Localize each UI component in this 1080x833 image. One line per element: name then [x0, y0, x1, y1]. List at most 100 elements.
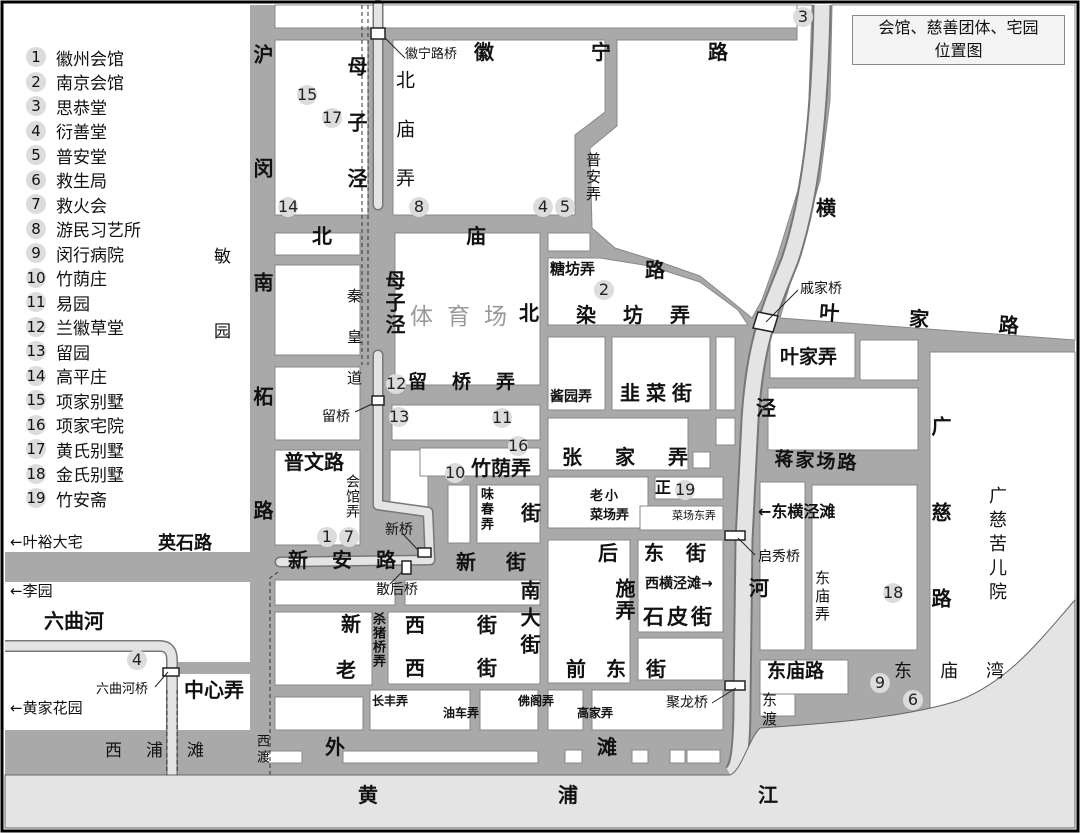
city-block: [274, 611, 373, 686]
city-block: [391, 404, 541, 441]
city-block: [639, 505, 724, 531]
label-shazhuqiao-lane: 杀猪桥弄: [370, 612, 385, 668]
label-fuge-lane: 佛阁弄: [518, 694, 555, 708]
legend-label: 项家别墅: [56, 392, 124, 413]
city-block: [759, 659, 849, 695]
huining-bridge-mark: [370, 27, 386, 40]
legend-item: 19 竹安斋: [26, 486, 141, 511]
city-blocks: [264, 4, 1076, 764]
city-block: [274, 366, 361, 441]
label-west-pu-beach: 西浦滩: [105, 741, 228, 761]
label-zhongxin-lane: 中心弄: [184, 678, 244, 702]
map-title: 会馆、慈善团体、宅园 位置图: [852, 15, 1065, 65]
legend-number: 18: [26, 463, 46, 484]
legend-number: 9: [26, 243, 46, 264]
label-yingshi-road: 英石路: [158, 533, 212, 554]
city-block: [476, 484, 541, 544]
liuquhe-bridge-mark: [162, 667, 180, 677]
title-line-2: 位置图: [934, 41, 983, 60]
label-changfeng-lane: 长丰弄: [372, 694, 409, 708]
xinqiao-bridge-mark: [417, 547, 432, 558]
label-hou: 后: [598, 541, 618, 565]
label-jing: 泾: [756, 396, 776, 420]
label-dong-street: 东街: [644, 541, 728, 565]
label-dongmiao-road: 东庙路: [767, 660, 825, 682]
legend-number: 10: [26, 267, 46, 288]
label-he: 河: [749, 576, 769, 600]
city-block: [859, 339, 919, 381]
label-lao: 老: [336, 658, 356, 682]
city-block: [392, 39, 606, 216]
legend-number: 15: [26, 390, 46, 411]
city-block: [264, 750, 303, 764]
leader-line: [737, 537, 756, 556]
legend-label: 竹安斋: [56, 490, 107, 511]
city-block: [274, 232, 361, 256]
rivers: [5, 0, 832, 784]
label-zhuyin-lane: 竹荫弄: [471, 456, 531, 480]
left-roads: [5, 552, 270, 775]
label-zheng: 正: [655, 478, 672, 497]
label-east-hengjing-beach: ←东横泾滩: [758, 502, 836, 521]
label-dongmiao-lane: 东庙弄: [813, 570, 831, 624]
label-wai: 外: [325, 735, 345, 759]
city-block: [631, 749, 649, 764]
title-line-1: 会馆、慈善团体、宅园: [878, 18, 1039, 37]
city-block: [692, 451, 711, 469]
label-huangpu-river: 黄浦江: [358, 783, 958, 807]
city-block: [589, 4, 813, 319]
site-marker: 17: [322, 108, 343, 128]
label-gaojia-lane: 高家弄: [577, 706, 614, 720]
legend-label: 闵行病院: [56, 245, 124, 266]
legend-number: 3: [26, 96, 46, 117]
filled-canal-line: [166, 5, 369, 775]
legend-number: 1: [26, 47, 46, 68]
label-jiucai-street: 韭菜街: [620, 381, 698, 405]
legend-number: 19: [26, 488, 46, 509]
legend-label: 救火会: [56, 196, 107, 217]
city-block: [547, 539, 631, 684]
city-block: [274, 39, 369, 216]
city-block: [547, 257, 749, 326]
label-nan-main-street: 南大街: [517, 580, 541, 661]
label-liuqiao-lane: 留桥弄: [408, 371, 541, 393]
label-beimiao-lane: 北庙弄: [393, 70, 415, 217]
leader-line: [154, 671, 169, 688]
label-bei: 北: [519, 301, 539, 325]
city-block: [591, 689, 724, 731]
bridge-leaders: [154, 37, 799, 704]
label-zhangjia-lane: 张家弄: [562, 445, 721, 469]
label-beimiao-road-end: 路: [645, 258, 665, 282]
label-caichang-lane: 菜场弄: [590, 508, 630, 523]
liuqu-river: [5, 641, 177, 775]
site-marker: 4: [533, 197, 553, 217]
label-tan: 滩: [597, 735, 617, 759]
label-caichang-east-lane: 菜场东弄: [672, 509, 716, 522]
leader-line: [711, 687, 737, 704]
label-ranfang-lane: 染坊弄: [576, 303, 717, 327]
huangpu-river: [4, 598, 1076, 829]
city-block: [479, 689, 539, 731]
label-julong-bridge: 聚龙桥: [666, 695, 708, 711]
site-marker: 11: [492, 408, 513, 428]
site-marker: 7: [339, 527, 359, 547]
legend-number: 16: [26, 414, 46, 435]
label-heng: 横: [816, 196, 836, 220]
label-shi-lane: 施弄: [612, 578, 636, 622]
site-marker: 2: [594, 280, 614, 300]
qixiu-bridge-mark: [724, 530, 746, 541]
legend-number: 6: [26, 169, 46, 190]
site-marker: 16: [508, 436, 529, 456]
legend-label: 高平庄: [56, 368, 107, 389]
city-block: [715, 336, 736, 411]
